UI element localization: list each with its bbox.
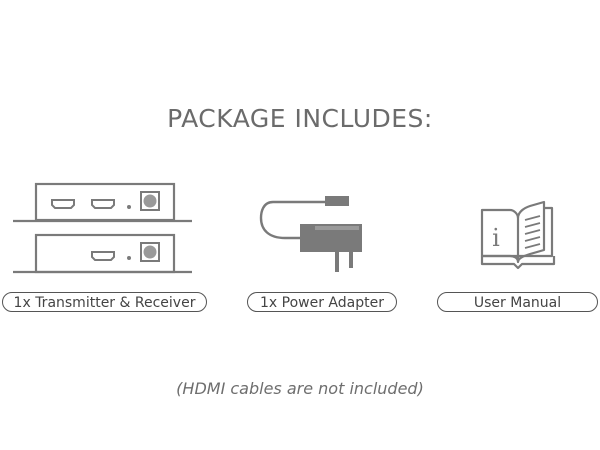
power-adapter-icon	[259, 196, 362, 272]
item-label-user-manual: User Manual	[437, 292, 598, 312]
item-label-transmitter-receiver: 1x Transmitter & Receiver	[2, 292, 207, 312]
svg-text:i: i	[492, 224, 500, 252]
hdmi-cables-note: (HDMI cables are not included)	[176, 379, 424, 398]
item-label-power-adapter: 1x Power Adapter	[247, 292, 397, 312]
transmitter-receiver-icon	[13, 182, 192, 274]
package-title: PACKAGE INCLUDES:	[167, 104, 433, 133]
user-manual-icon: i	[480, 200, 556, 270]
